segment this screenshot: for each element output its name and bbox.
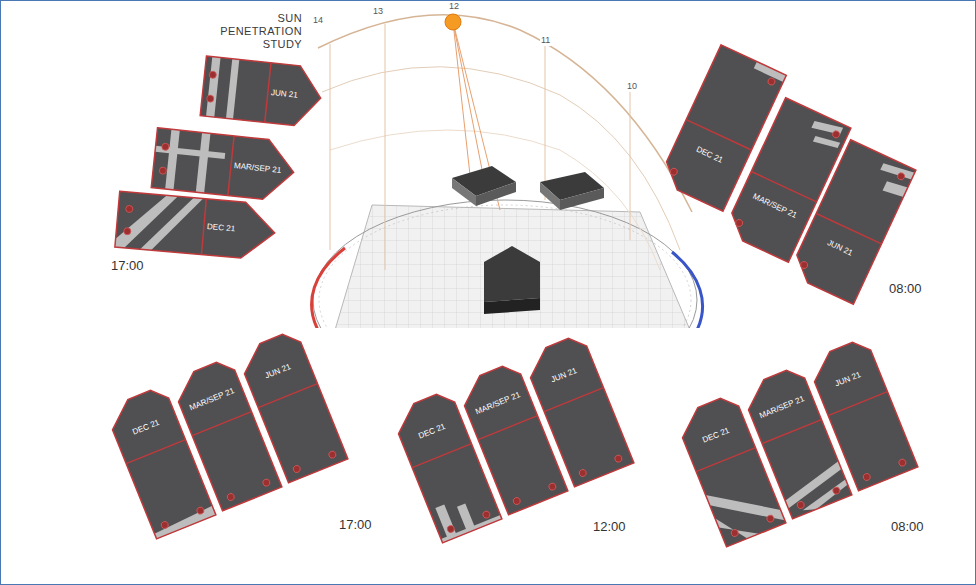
column-dot — [482, 510, 491, 519]
time-caption: 08:00 — [890, 520, 925, 534]
sun-patch — [441, 515, 502, 543]
floor-plate-fill — [522, 333, 634, 487]
floor-plate-border — [115, 191, 277, 261]
plate-divider — [265, 63, 271, 123]
column-dot — [328, 450, 337, 459]
column-dot — [548, 482, 557, 491]
sun-patch — [226, 59, 239, 119]
floor-plate-fill — [236, 329, 348, 483]
hour-number: 14 — [312, 16, 324, 26]
column-dot — [896, 172, 905, 181]
time-caption: 08:00 — [888, 282, 923, 296]
building-blocks — [452, 166, 604, 314]
column-dot — [446, 524, 455, 533]
floor-plate-fill — [151, 128, 297, 202]
column-dot — [226, 492, 235, 501]
plate-divider — [201, 199, 206, 255]
floor-plate-outline — [200, 56, 324, 128]
floor-plate-border — [200, 56, 324, 128]
column-dot — [160, 520, 169, 529]
floor-plate-fill — [115, 191, 277, 261]
sun-symbol — [445, 14, 461, 30]
floor-plate: DEC 21 — [115, 191, 277, 261]
hour-number: 13 — [372, 7, 384, 17]
column-dot — [262, 478, 271, 487]
column-dot — [730, 528, 739, 537]
floor-plate-fill — [806, 337, 918, 491]
equinox-sun-path — [322, 67, 680, 250]
plate-divider — [412, 444, 471, 468]
floor-plate: MAR/SEP 21 — [151, 128, 297, 202]
floor-plate-border — [788, 140, 916, 305]
column-dot — [669, 167, 678, 176]
floor-plate-fill — [200, 56, 324, 128]
sun-patch — [140, 193, 203, 254]
column-dot — [206, 95, 214, 103]
diagram-title: SUN PENETRATION STUDY — [216, 12, 302, 52]
summer-sun-path — [318, 15, 692, 212]
plate-divider — [544, 388, 603, 412]
column-dot — [292, 464, 301, 473]
column-dot — [209, 71, 217, 79]
column-dot — [614, 454, 623, 463]
column-dot — [124, 227, 132, 235]
floor-plate-border — [236, 329, 348, 483]
plate-divider — [126, 440, 185, 464]
floor-plate-border — [151, 128, 297, 202]
hour-number: 10 — [626, 82, 638, 92]
winter-sun-path — [330, 130, 660, 270]
column-dot — [796, 500, 805, 509]
column-dot — [799, 260, 808, 269]
sun-patch — [206, 57, 220, 118]
plate-divider — [192, 412, 251, 436]
floor-plate-border — [522, 333, 634, 487]
plate-divider — [478, 416, 537, 440]
plate-divider — [228, 136, 234, 196]
sun-patch — [798, 479, 852, 514]
column-dot — [766, 514, 775, 523]
horizon-arc-west — [312, 248, 345, 328]
floor-plate-border — [806, 337, 918, 491]
column-dot — [862, 472, 871, 481]
horizon-ticks — [319, 205, 691, 328]
sun-patch — [165, 129, 180, 190]
column-dot — [898, 458, 907, 467]
sun-patch — [196, 133, 211, 194]
plate-divider — [828, 392, 887, 416]
column-dot — [196, 506, 205, 515]
time-caption: 17:00 — [338, 518, 373, 532]
column-dot — [578, 468, 587, 477]
horizon-arc-east — [672, 252, 703, 328]
sun-patch — [811, 116, 843, 140]
sun-path-diagram — [312, 15, 703, 328]
column-dot — [162, 143, 170, 151]
floor-plate-fill — [788, 140, 916, 305]
column-dot — [512, 496, 521, 505]
column-dot — [767, 77, 776, 86]
time-caption: 17:00 — [110, 259, 145, 273]
sun-patch — [715, 505, 759, 547]
floor-plate: JUN 21 — [200, 56, 324, 128]
floor-plate-outline — [115, 191, 277, 261]
plate-divider — [258, 384, 317, 408]
hour-number: 11 — [540, 36, 551, 46]
plate-divider — [762, 420, 821, 444]
sun-patch — [115, 191, 178, 252]
time-caption: 12:00 — [592, 520, 627, 534]
hour-drop-lines — [330, 24, 630, 270]
sun-patch — [153, 506, 216, 539]
horizon-ring — [313, 200, 697, 328]
column-dot — [159, 167, 167, 175]
hour-number: 12 — [448, 2, 460, 12]
column-dot — [832, 486, 841, 495]
sun-patch — [880, 159, 914, 183]
column-dot — [831, 130, 840, 139]
column-dot — [126, 205, 134, 213]
plate-divider — [696, 448, 755, 472]
column-dot — [734, 218, 743, 227]
